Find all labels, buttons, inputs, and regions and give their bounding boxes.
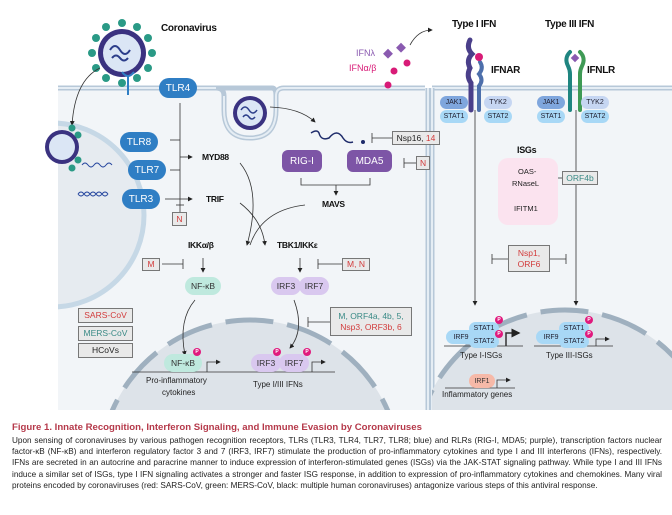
inhibitor-m-ikk: M	[142, 258, 160, 271]
viral-rna	[310, 130, 354, 144]
nsp1-text: Nsp1,	[517, 247, 541, 258]
coronavirus-label: Coronavirus	[161, 23, 217, 34]
jak1-ifnar: JAK1	[440, 96, 468, 109]
coronavirus-particle	[88, 19, 156, 95]
type-i-isgs-label: Type I-ISGs	[460, 351, 503, 360]
tyk2-ifnlr: TYK2	[581, 96, 609, 109]
irf9-type-iii: IRF9	[536, 330, 566, 344]
phospho-icon: P	[303, 348, 311, 356]
type-iii-isgs-label: Type III-ISGs	[546, 351, 593, 360]
stat2-ifnlr: STAT2	[581, 110, 609, 123]
ifitm1-label: IFITM1	[514, 204, 538, 213]
inflammatory-genes-label: Inflammatory genes	[442, 390, 513, 399]
pit-virus	[233, 96, 267, 130]
ikk-label: IKKα/β	[188, 240, 214, 250]
stat1-type-iii: STAT1	[559, 322, 589, 335]
phospho-icon: P	[585, 330, 593, 338]
nuc-inhibitor-line2: Nsp3, ORF3b, 6	[340, 321, 402, 332]
phospho-icon: P	[273, 348, 281, 356]
cytokines-label: cytokines	[162, 388, 196, 397]
phospho-icon: P	[585, 316, 593, 324]
nsp16-text: Nsp16,	[396, 132, 424, 143]
irf1-protein: IRF1	[469, 374, 495, 388]
tlr8-receptor: TLR8	[120, 132, 158, 152]
inhibitor-nuclear-import: M, ORF4a, 4b, 5,Nsp3, ORF3b, 6	[330, 307, 412, 336]
type-i-iii-ifns-label: Type I/III IFNs	[253, 380, 303, 389]
stat2-type-i: STAT2	[469, 335, 499, 348]
diagram-canvas	[45, 19, 672, 410]
rnasel-label: RNaseL	[512, 179, 540, 188]
tbk1-label: TBK1/IKKε	[277, 240, 318, 250]
caption-title: Figure 1. Innate Recognition, Interferon…	[12, 422, 422, 433]
irf7-cytoplasm: IRF7	[299, 277, 329, 295]
jak1-ifnlr: JAK1	[537, 96, 565, 109]
endosome-virus	[45, 124, 82, 172]
nsp14-text: 14	[423, 132, 436, 143]
type-i-ifn-label: Type I IFN	[452, 19, 497, 30]
ifnar-label: IFNAR	[491, 65, 521, 76]
ifnlr-label: IFNLR	[587, 65, 615, 76]
nfkb-cytoplasm: NF-κB	[185, 277, 221, 295]
nfkb-nucleus: NF-κB	[164, 354, 202, 372]
inhibitor-n-trif: N	[172, 212, 187, 226]
ifn-molecules	[383, 42, 411, 89]
inhibitor-mn-tbk1: M, N	[342, 258, 370, 271]
figure-caption: Figure 1. Innate Recognition, Interferon…	[12, 422, 662, 491]
stat1-type-i: STAT1	[469, 322, 499, 335]
inhibitor-n-mda5: N	[416, 156, 430, 170]
inhibitor-orf4b: ORF4b	[562, 171, 598, 185]
caption-body: Upon sensing of coronaviruses by various…	[12, 436, 662, 490]
ifnar-receptor	[465, 37, 484, 113]
pro-inflammatory-label: Pro-inflammatory	[146, 376, 207, 385]
irf3-cytoplasm: IRF3	[271, 277, 301, 295]
inhibitor-nsp1-orf6: Nsp1,ORF6	[508, 245, 550, 272]
irf3-nucleus: IRF3	[251, 354, 281, 372]
irf9-type-i: IRF9	[446, 330, 476, 344]
ifn-alpha-beta-label: IFNα/β	[349, 63, 377, 73]
oas-label: OAS-	[518, 167, 537, 176]
mavs-label: MAVS	[322, 199, 345, 209]
nuc-inhibitor-line1: M, ORF4a, 4b, 5,	[338, 310, 404, 321]
virus-entry-arrow	[69, 67, 101, 126]
inhibitor-nsp16-14: Nsp16, 14	[392, 131, 440, 145]
rig-i-receptor: RIG-I	[282, 150, 322, 172]
isg-box	[498, 158, 558, 225]
pathway-figure: Coronavirus Type I IFN Type III IFN IFNA…	[45, 19, 672, 410]
orf6-text: ORF6	[517, 258, 541, 269]
legend-sars-cov: SARS-CoV	[78, 308, 133, 323]
phospho-icon: P	[193, 348, 201, 356]
irf7-nucleus: IRF7	[279, 354, 309, 372]
legend-hcovs: HCoVs	[78, 343, 133, 358]
tlr4-receptor: TLR4	[159, 78, 197, 98]
ssrna-squiggle	[81, 162, 113, 168]
entry-arrow	[269, 106, 316, 123]
tlr-lines	[132, 27, 613, 389]
phospho-icon: P	[495, 330, 503, 338]
tlr7-receptor: TLR7	[128, 160, 166, 180]
type-iii-ifn-label: Type III IFN	[545, 19, 594, 30]
ifn-lambda-label: IFNλ	[356, 48, 375, 58]
mda5-receptor: MDA5	[347, 150, 392, 172]
tlr3-receptor: TLR3	[122, 189, 160, 209]
tyk2-ifnar: TYK2	[484, 96, 512, 109]
stat2-type-iii: STAT2	[559, 335, 589, 348]
trif-label: TRIF	[206, 194, 224, 204]
stat1-ifnar: STAT1	[440, 110, 468, 123]
stat2-ifnar: STAT2	[484, 110, 512, 123]
dsrna-squiggle	[77, 191, 109, 197]
myd88-label: MYD88	[202, 152, 229, 162]
stat1-ifnlr: STAT1	[537, 110, 565, 123]
phospho-icon: P	[495, 316, 503, 324]
legend-mers-cov: MERS-CoV	[78, 326, 133, 341]
isgs-label: ISGs	[517, 145, 537, 155]
